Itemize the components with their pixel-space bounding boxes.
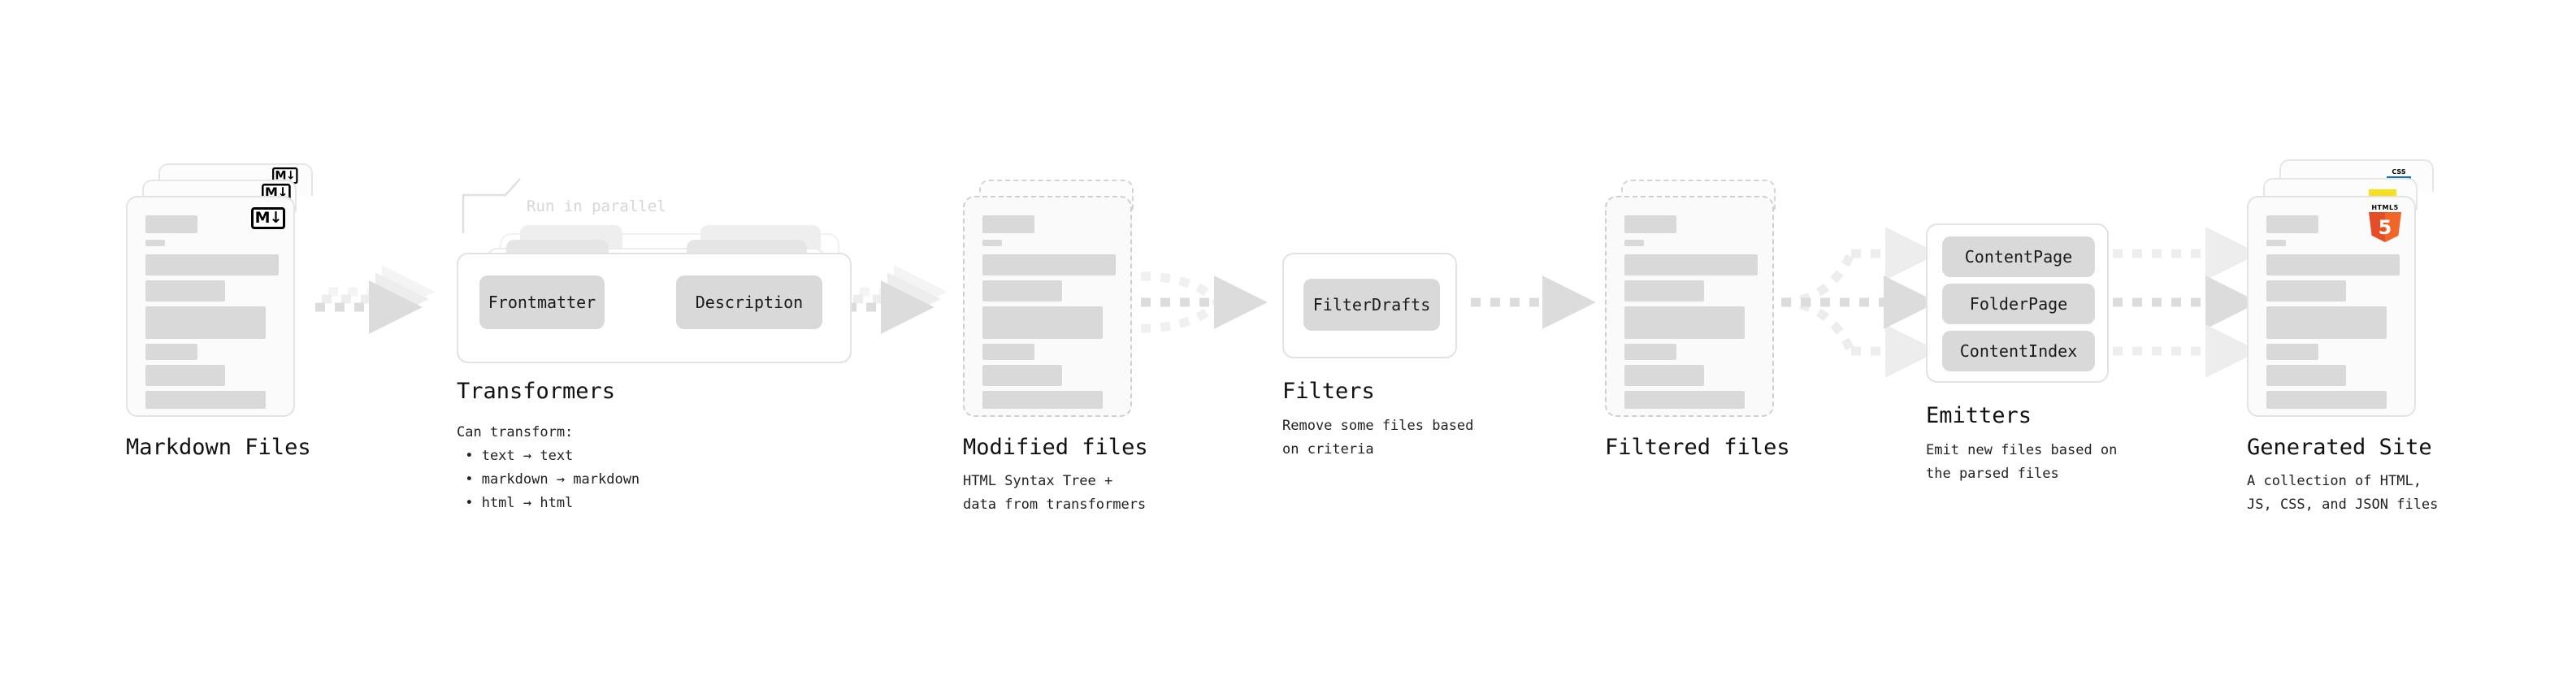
skeleton-bar	[2266, 215, 2318, 233]
pill-filterdrafts[interactable]: FilterDrafts	[1303, 279, 1440, 331]
skeleton-bar	[982, 344, 1034, 360]
html5-icon-five: 5	[2378, 215, 2392, 239]
html5-icon: HTML5 5	[2369, 204, 2401, 242]
stage-caption-emitters: Emit new files based on the parsed files	[1926, 442, 2118, 482]
skeleton-bar	[2266, 344, 2318, 360]
skeleton-bar	[2266, 391, 2387, 409]
skeleton-bar	[2266, 306, 2387, 339]
skeleton-bar	[982, 240, 1002, 246]
skeleton-bar	[1624, 254, 1758, 275]
skeleton-bar	[145, 215, 197, 233]
stage-caption-transformers: Can transform: • text → text • markdown …	[457, 424, 640, 511]
stage-title-modified-files: Modified files	[963, 435, 1148, 460]
filters-container: FilterDrafts	[1282, 253, 1457, 358]
skeleton-bar	[145, 240, 165, 246]
pill-frontmatter[interactable]: Frontmatter	[479, 275, 605, 329]
skeleton-bar	[1624, 215, 1676, 233]
stage-caption-generated-site: A collection of HTML, JS, CSS, and JSON …	[2247, 473, 2439, 513]
pill-description[interactable]: Description	[676, 275, 822, 329]
run-in-parallel-label: Run in parallel	[527, 197, 666, 215]
markdown-badge-icon: M↓	[251, 207, 285, 229]
skeleton-bar	[145, 254, 279, 275]
pill-contentindex[interactable]: ContentIndex	[1942, 331, 2095, 371]
run-in-parallel-bracket	[462, 178, 521, 233]
html5-icon-label: HTML5	[2371, 204, 2399, 211]
skeleton-bar	[1624, 344, 1676, 360]
modified-card-front	[963, 196, 1132, 417]
filtered-card-front	[1605, 196, 1774, 417]
html5-icon-shield: 5	[2369, 212, 2401, 242]
stage-title-emitters: Emitters	[1926, 403, 2032, 428]
markdown-card-front: M↓	[126, 196, 295, 417]
skeleton-bar	[1624, 280, 1704, 301]
skeleton-bar	[982, 280, 1062, 301]
skeleton-bar	[145, 344, 197, 360]
skeleton-bar	[2266, 280, 2346, 301]
skeleton-bar	[1624, 391, 1745, 409]
skeleton-bar	[145, 280, 225, 301]
emitters-container: ContentPage FolderPage ContentIndex	[1926, 223, 2109, 383]
skeleton-bar	[145, 365, 225, 386]
skeleton-bar	[982, 306, 1103, 339]
pill-folderpage[interactable]: FolderPage	[1942, 284, 2095, 324]
stage-title-filters: Filters	[1282, 379, 1375, 404]
skeleton-bar	[2266, 240, 2286, 246]
arrow-filtered-to-emitters	[1780, 227, 1939, 378]
stage-title-transformers: Transformers	[457, 379, 616, 404]
pill-contentpage[interactable]: ContentPage	[1942, 236, 2095, 277]
skeleton-bar	[982, 215, 1034, 233]
stage-title-markdown-files: Markdown Files	[126, 435, 311, 460]
skeleton-bar	[1624, 240, 1644, 246]
skeleton-bar	[982, 254, 1116, 275]
skeleton-bar	[145, 306, 266, 339]
skeleton-bar	[982, 391, 1103, 409]
arrow-emitters-to-site	[2113, 227, 2259, 378]
stage-title-generated-site: Generated Site	[2247, 435, 2432, 460]
arrow-modified-to-filters	[1140, 271, 1268, 333]
skeleton-bar	[145, 391, 266, 409]
site-card-front: HTML5 5	[2247, 196, 2416, 417]
skeleton-bar	[982, 365, 1062, 386]
transformer-container-front: Frontmatter Description	[457, 253, 852, 363]
arrow-markdown-to-transformers	[315, 265, 436, 334]
stage-caption-modified-files: HTML Syntax Tree + data from transformer…	[963, 473, 1147, 513]
stage-title-filtered-files: Filtered files	[1605, 435, 1790, 460]
css3-icon-label: CSS	[2392, 168, 2406, 176]
skeleton-bar	[2266, 254, 2400, 275]
stage-caption-filters: Remove some files based on criteria	[1282, 418, 1474, 458]
skeleton-bar	[1624, 306, 1745, 339]
skeleton-bar	[1624, 365, 1704, 386]
skeleton-bar	[2266, 365, 2346, 386]
